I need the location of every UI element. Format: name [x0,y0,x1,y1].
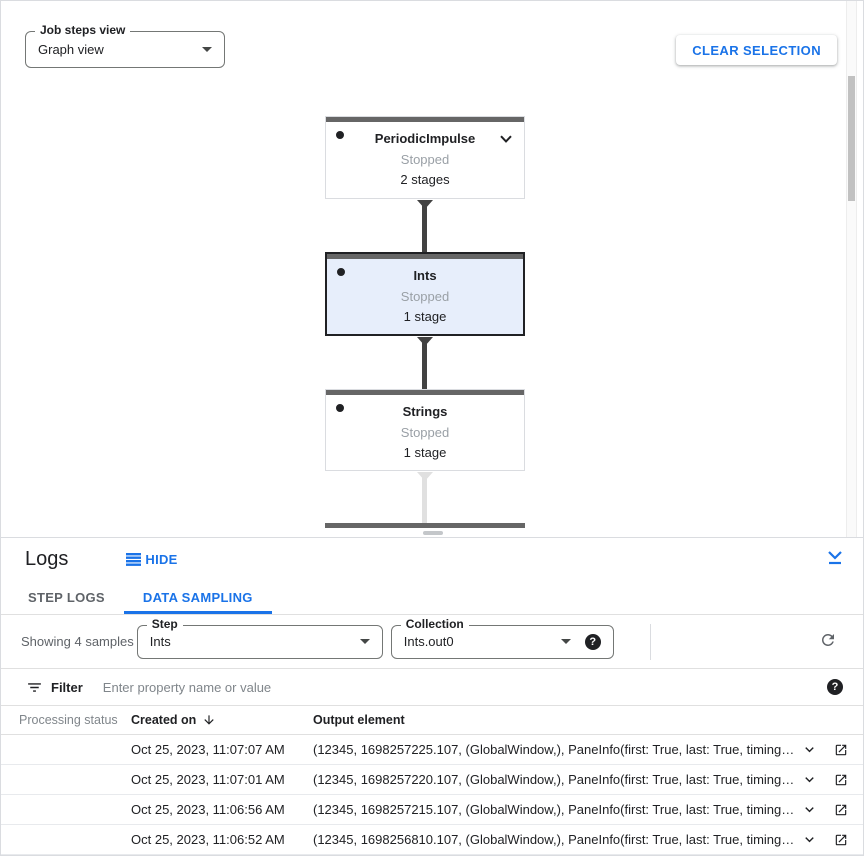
node-stages: 1 stage [403,309,447,324]
graph-node-periodicimpulse[interactable]: PeriodicImpulse Stopped 2 stages [325,116,525,199]
created-on-cell: Oct 25, 2023, 11:06:52 AM [131,832,285,847]
filter-label: Filter [51,679,83,695]
table-row[interactable]: Oct 25, 2023, 11:07:01 AM (12345, 169825… [1,765,863,795]
node-status: Stopped [400,152,450,167]
tab-step-logs[interactable]: STEP LOGS [28,589,105,605]
filter-bar: Filter ? [1,669,863,706]
open-in-new-button[interactable] [825,743,857,757]
filter-input[interactable] [102,679,827,695]
step-select[interactable]: Step Ints [136,617,383,659]
open-in-new-button[interactable] [825,833,857,847]
graph-scrollbar-track[interactable] [846,1,857,537]
collection-select-value: Ints.out0 [403,634,454,649]
table-row[interactable]: Oct 25, 2023, 11:06:56 AM (12345, 169825… [1,795,863,825]
created-on-cell: Oct 25, 2023, 11:07:01 AM [131,772,285,787]
node-title: Ints [413,268,437,283]
chevron-down-icon [804,747,814,753]
chevron-down-icon [804,807,814,813]
graph-edge [422,472,427,523]
output-element-cell: (12345, 1698257225.107, (GlobalWindow,),… [313,742,793,757]
open-in-new-button[interactable] [825,773,857,787]
clear-selection-button[interactable]: CLEAR SELECTION [676,35,837,65]
dropdown-arrow-icon [359,639,370,644]
created-on-cell: Oct 25, 2023, 11:06:56 AM [131,802,285,817]
node-status: Stopped [400,425,450,440]
table-header: Processing status Created on Output elem… [1,706,863,735]
logs-tabs: STEP LOGS DATA SAMPLING [1,580,863,615]
graph-node-ints[interactable]: Ints Stopped 1 stage [325,252,525,336]
node-title: PeriodicImpulse [374,131,476,146]
column-created-on[interactable]: Created on [131,713,313,727]
expand-row-button[interactable] [793,801,825,818]
step-select-label: Step [146,617,183,630]
panel-resize-handle[interactable] [423,531,443,535]
open-in-new-button[interactable] [825,803,857,817]
node-title: Strings [402,404,448,419]
job-steps-view-select[interactable]: Job steps view Graph view [25,24,225,68]
filter-help-icon[interactable]: ? [827,679,843,695]
created-on-cell: Oct 25, 2023, 11:07:07 AM [131,742,285,757]
table-row[interactable]: Oct 25, 2023, 11:07:07 AM (12345, 169825… [1,735,863,765]
graph-edge [422,337,427,389]
open-in-new-icon [835,834,847,845]
node-status: Stopped [400,289,450,304]
hide-logs-button[interactable]: HIDE [126,552,177,567]
composite-step-icon [336,131,344,139]
node-stages: 2 stages [400,172,450,187]
node-top-bar [326,390,524,395]
open-in-new-icon [835,744,847,755]
sort-descending-icon [204,715,214,725]
collection-select[interactable]: Collection Ints.out0 ? [390,617,614,659]
job-steps-view-value: Graph view [38,42,104,57]
chevron-down-icon [804,777,814,783]
expand-row-button[interactable] [793,771,825,788]
expand-row-button[interactable] [793,741,825,758]
expand-row-button[interactable] [793,831,825,848]
column-output-element: Output element [313,713,405,727]
composite-step-icon [336,404,344,412]
collapse-down-icon [828,551,842,565]
showing-samples-text: Showing 4 samples [21,634,134,649]
toolbar-divider [649,623,651,660]
job-steps-view-label: Job steps view [35,24,131,36]
node-expand-chevron-icon[interactable] [500,135,512,143]
logs-panel: Logs HIDE STEP LOGS DATA SAMPLING Showin… [1,537,863,855]
graph-edge [422,200,427,253]
refresh-samples-button[interactable] [817,629,839,654]
dropdown-arrow-icon [560,639,571,644]
node-top-bar [327,254,523,259]
node-stages: 1 stage [403,445,447,460]
collapse-panel-button[interactable] [825,548,845,570]
chevron-down-icon [804,837,814,843]
step-select-value: Ints [149,634,171,649]
output-element-cell: (12345, 1698257215.107, (GlobalWindow,),… [313,802,793,817]
graph-node-strings[interactable]: Strings Stopped 1 stage [325,389,525,471]
dropdown-arrow-icon [202,47,212,52]
sampling-toolbar: Showing 4 samples Step Ints Collection I… [1,615,863,669]
output-element-cell: (12345, 1698256810.107, (GlobalWindow,),… [313,832,793,847]
collection-select-label: Collection [400,617,469,630]
node-top-bar [326,117,524,122]
refresh-icon [822,634,834,646]
column-created-on-label: Created on [131,713,197,727]
logs-panel-title: Logs [25,547,69,570]
output-element-cell: (12345, 1698257220.107, (GlobalWindow,),… [313,772,793,787]
table-row[interactable]: Oct 25, 2023, 11:06:52 AM (12345, 169825… [1,825,863,855]
reorder-icon [126,552,142,566]
graph-scrollbar-thumb[interactable] [848,76,855,201]
collection-help-icon[interactable]: ? [584,633,601,650]
filter-icon [28,682,41,692]
column-processing-status: Processing status [19,713,118,727]
hide-label: HIDE [145,551,178,567]
node-top-bar-partial [325,523,525,528]
tab-data-sampling[interactable]: DATA SAMPLING [123,580,272,614]
composite-step-icon [337,268,345,276]
open-in-new-icon [835,804,847,815]
open-in-new-icon [835,774,847,785]
